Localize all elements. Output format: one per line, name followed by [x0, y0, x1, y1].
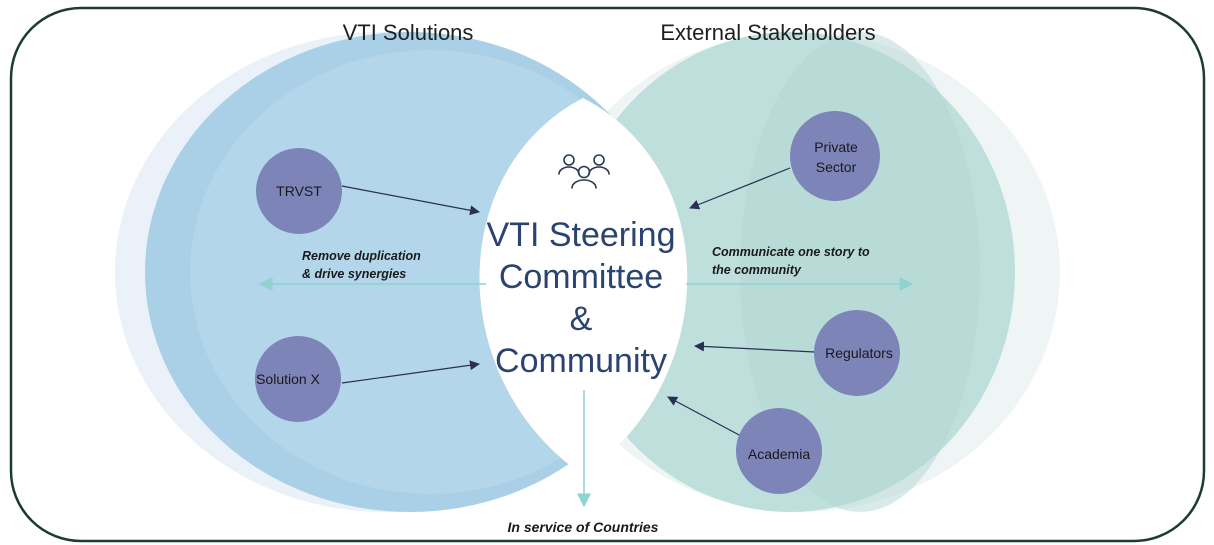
node-solution-x: Solution X [255, 336, 341, 422]
node-regulators: Regulators [814, 310, 900, 396]
note-right-line-1: Communicate one story to [712, 245, 870, 259]
center-title-line-1: VTI Steering [487, 216, 676, 254]
node-academia-label: Academia [748, 446, 810, 462]
connector-solution-x [341, 360, 480, 384]
node-solution-x-label: Solution X [256, 371, 320, 387]
note-right-line-2: the community [712, 263, 802, 277]
node-trvst-label: TRVST [276, 183, 322, 199]
center-title-line-4: Community [495, 342, 667, 380]
footer-caption: In service of Countries [508, 519, 659, 535]
node-private-sector: Private Sector [790, 111, 880, 201]
node-academia: Academia [736, 408, 822, 494]
diagram-frame [9, 6, 1206, 543]
center-title-line-3: & [570, 300, 593, 338]
center-lens [479, 98, 688, 475]
center-title-line-2: Committee [499, 258, 663, 296]
node-regulators-label: Regulators [825, 345, 893, 361]
connector-regulators [694, 341, 816, 353]
heading-external-stakeholders: External Stakeholders [660, 20, 875, 45]
people-group-icon [558, 154, 610, 189]
heading-vti-solutions: VTI Solutions [343, 20, 474, 45]
note-left-line-1: Remove duplication [302, 249, 421, 263]
connector-academia [667, 396, 742, 437]
connector-trvst [341, 185, 480, 216]
node-private-sector-label-1: Private [814, 139, 858, 155]
note-left-line-2: & drive synergies [302, 267, 406, 281]
node-trvst: TRVST [256, 148, 342, 234]
connector-private-sector [689, 167, 791, 210]
node-private-sector-label-2: Sector [816, 159, 857, 175]
